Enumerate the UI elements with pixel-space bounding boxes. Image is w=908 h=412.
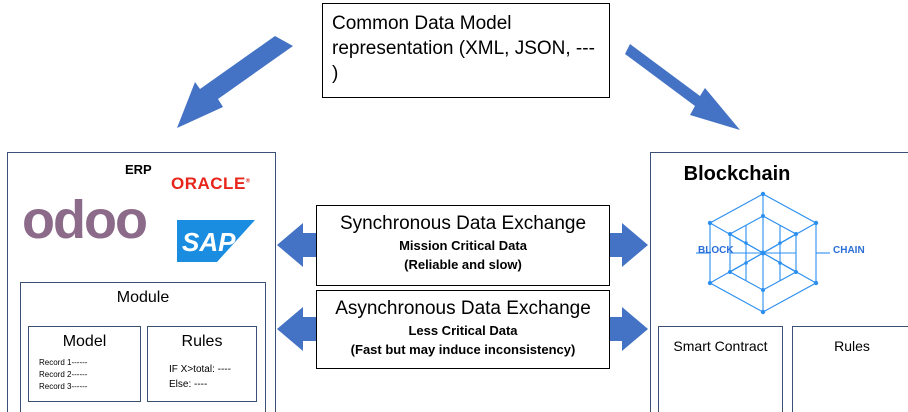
module-rules-title: Rules [181, 333, 223, 350]
model-record: Record 3------ [39, 382, 88, 391]
oracle-logo-text: ORACLE [171, 174, 246, 193]
sync-arrow-left [277, 223, 318, 267]
erp-label: ERP [125, 162, 152, 177]
sync-exchange-line1: Mission Critical Data [399, 238, 527, 253]
async-arrow-left [277, 307, 318, 351]
sync-exchange-box: Synchronous Data Exchange Mission Critic… [316, 205, 610, 286]
model-title: Model [62, 333, 107, 350]
odoo-logo-text: odoo [22, 194, 146, 246]
model-record: Record 2------ [39, 370, 88, 379]
rule-line: IF X>total: ---- [169, 364, 231, 375]
rule-line: Else: ---- [169, 379, 208, 390]
sync-exchange-title: Synchronous Data Exchange [339, 213, 587, 234]
oracle-trademark: ® [245, 178, 251, 185]
common-data-model-line1: Common Data Model [332, 13, 512, 34]
common-data-model-line2: representation (XML, JSON, --- [332, 38, 595, 59]
blockchain-chain-label: CHAIN [833, 245, 865, 256]
common-data-model-line3: ) [332, 63, 339, 84]
sync-arrow-right [608, 223, 648, 267]
blockchain-network-icon [696, 191, 830, 315]
common-data-model-box: Common Data Model representation (XML, J… [322, 3, 610, 98]
module-title: Module [116, 289, 170, 306]
async-arrow-right [608, 307, 648, 351]
async-exchange-line2: (Fast but may induce inconsistency) [350, 342, 576, 357]
blockchain-rules-label: Rules [834, 338, 870, 354]
smart-contract-label: Smart Contract [673, 338, 768, 354]
arrow-to-blockchain [625, 44, 740, 130]
sap-logo: SAP [177, 220, 255, 262]
oracle-logo: ORACLE® [171, 174, 250, 194]
model-record: Record 1------ [39, 358, 88, 367]
module-rules-box [147, 326, 257, 402]
async-exchange-box: Asynchronous Data Exchange Less Critical… [316, 290, 610, 369]
odoo-logo: odoo [22, 194, 148, 246]
arrow-to-erp [177, 36, 293, 128]
model-box [28, 326, 141, 402]
blockchain-title: Blockchain [683, 163, 791, 185]
sync-exchange-line2: (Reliable and slow) [404, 257, 522, 272]
sap-logo-text: SAP [182, 227, 236, 257]
async-exchange-title: Asynchronous Data Exchange [335, 298, 591, 319]
async-exchange-line1: Less Critical Data [408, 323, 518, 338]
blockchain-block-label: BLOCK [698, 245, 734, 256]
blockchain-rules-box [792, 326, 908, 412]
smart-contract-box [658, 326, 783, 412]
